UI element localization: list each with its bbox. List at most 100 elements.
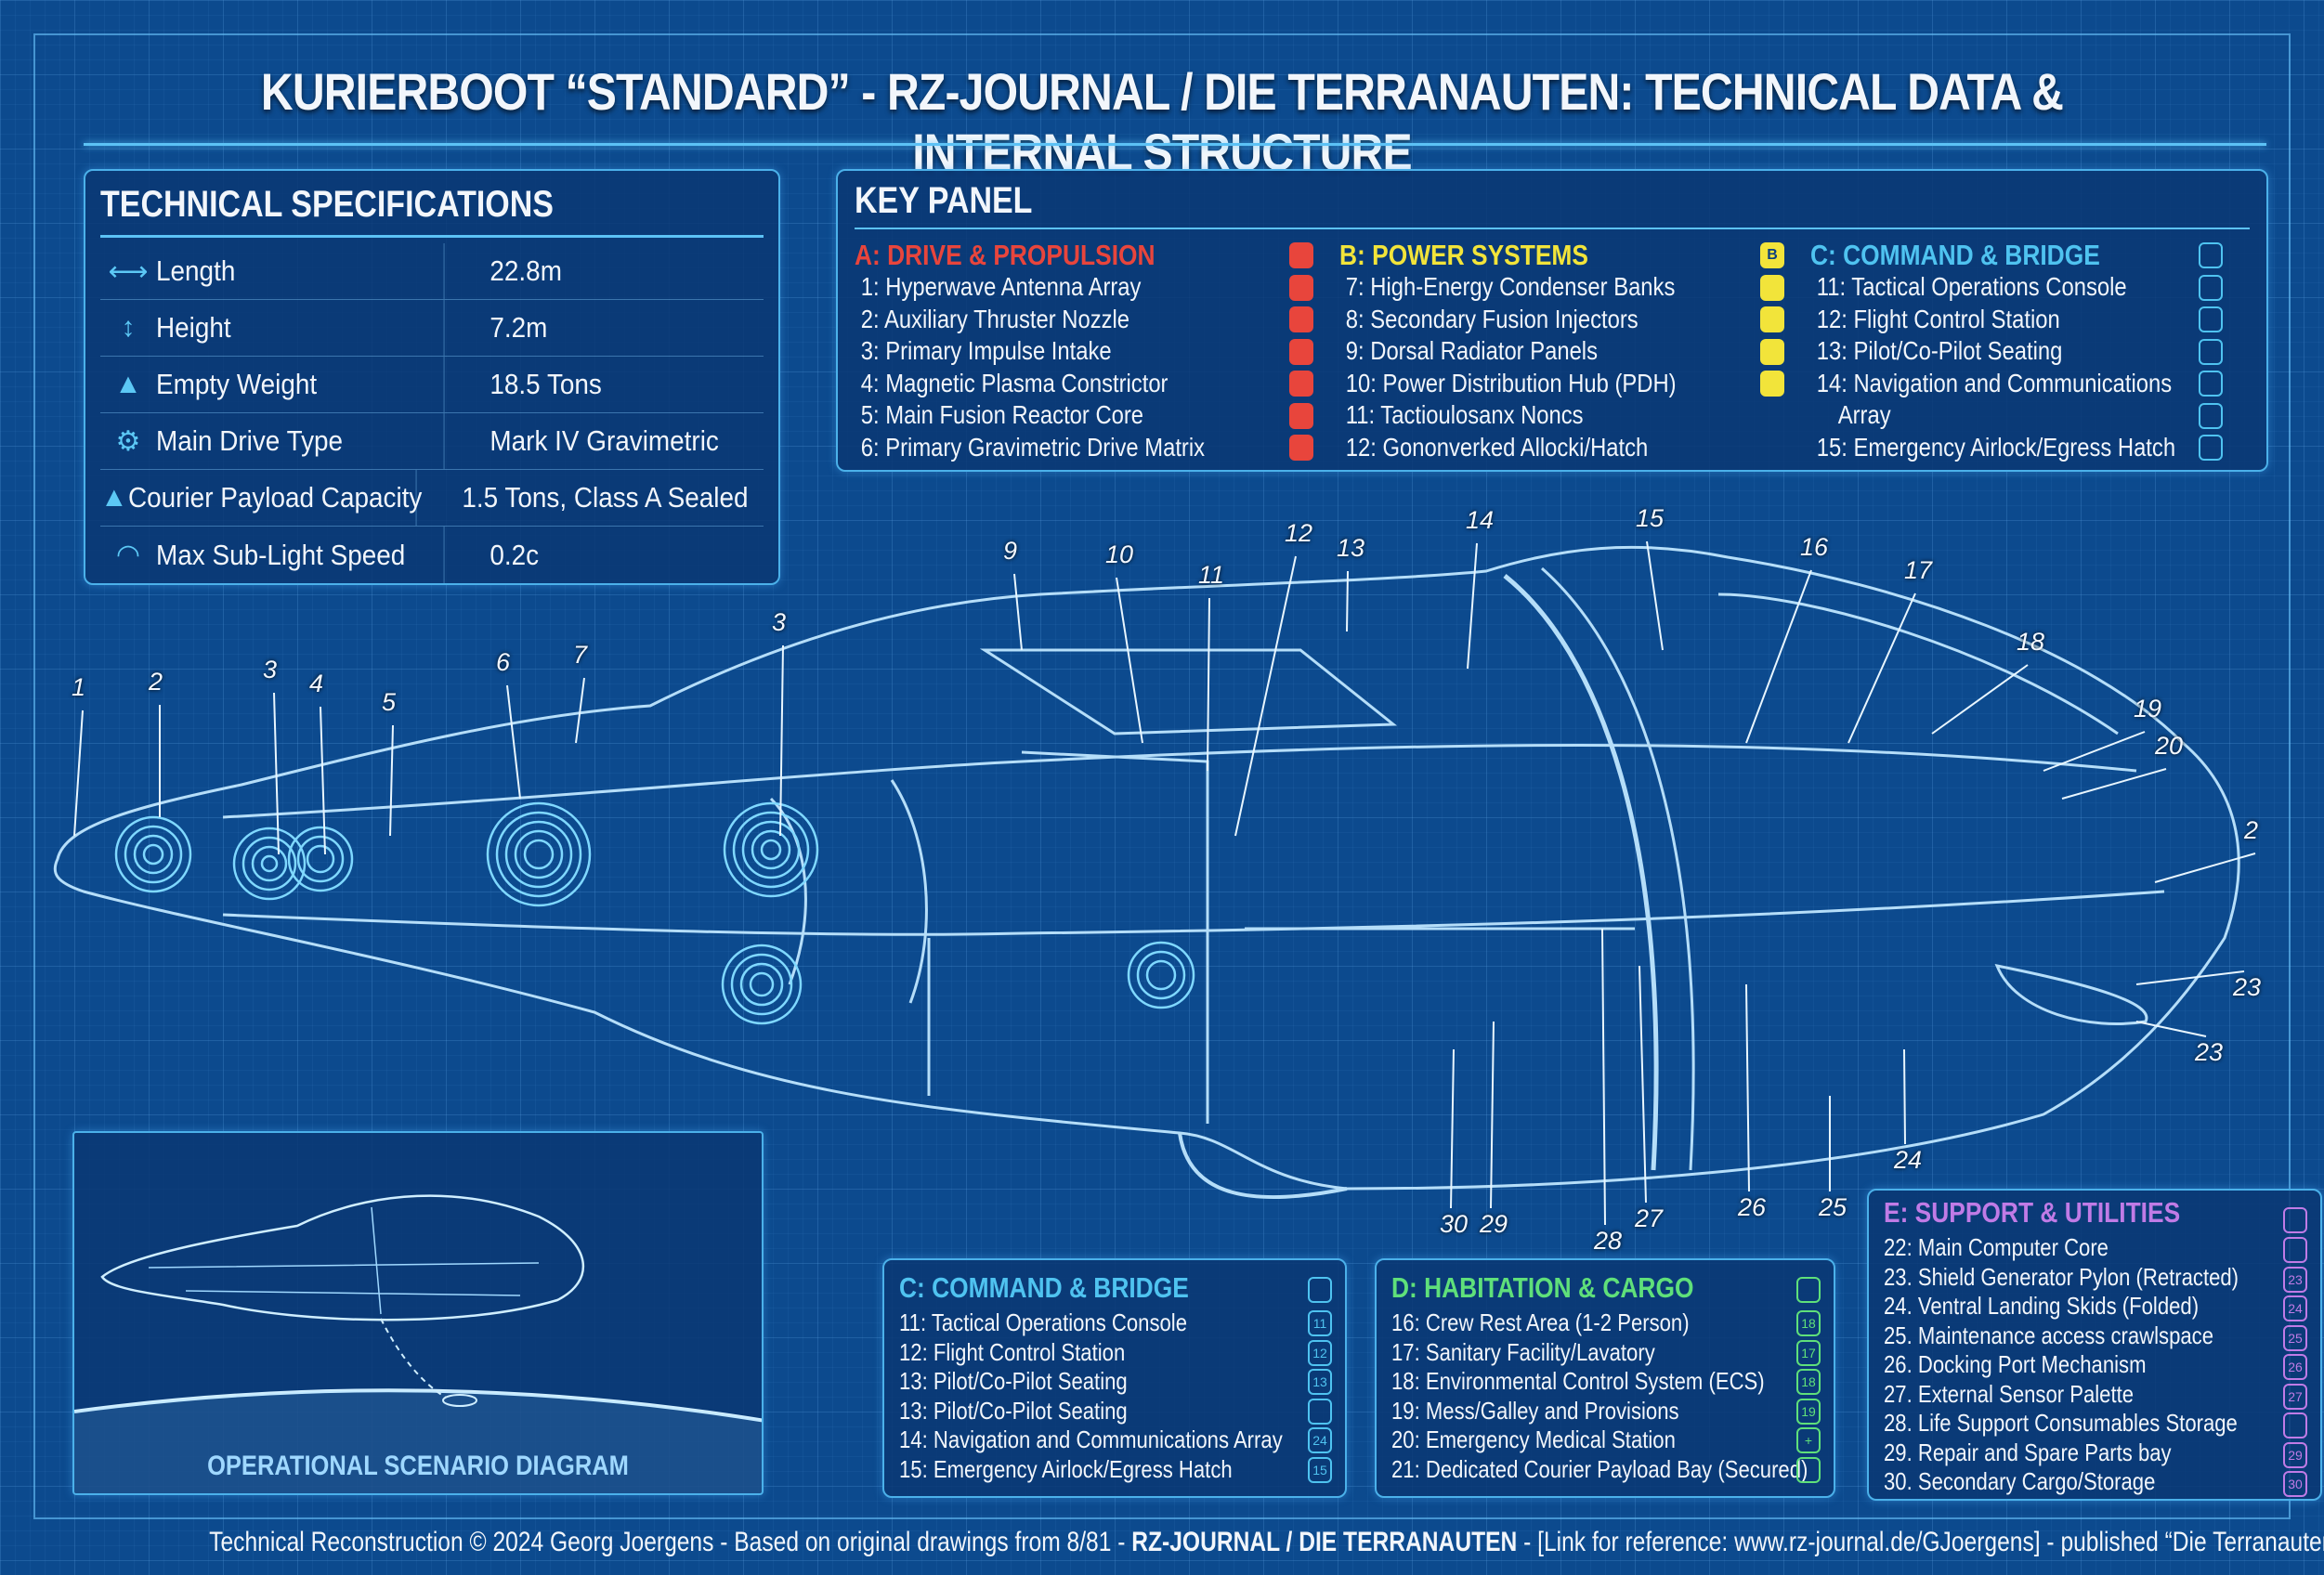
callout-leader-line (73, 709, 84, 837)
spec-value: 18.5 Tons (490, 368, 602, 400)
command-icon (2199, 338, 2224, 365)
support-item-badge-icon (2283, 1412, 2307, 1438)
callout-label: 26 (1738, 1193, 1767, 1221)
engine-ring (739, 962, 784, 1007)
drive-icon (1289, 435, 1313, 461)
weight-icon: ▲ (100, 482, 128, 513)
key-item: 15: Emergency Airlock/Egress Hatch (1817, 432, 2176, 462)
callout-leader-line (2135, 1021, 2207, 1037)
key-item: 5: Main Fusion Reactor Core (860, 400, 1144, 429)
ship-hull-outline (53, 545, 2240, 1191)
habitation-item-badge-icon: 18 (1796, 1310, 1821, 1336)
callout-label: 6 (496, 648, 511, 676)
group-heading: A: DRIVE & PROPULSION (855, 239, 1155, 271)
engine-ring (495, 811, 582, 898)
legend-item: 28. Life Support Consumables Storage (1884, 1409, 2238, 1437)
spec-value: 1.5 Tons, Class A Sealed (462, 481, 749, 514)
title-divider (84, 143, 2266, 146)
key-item: 9: Dorsal Radiator Panels (1345, 336, 1598, 365)
key-item: 2: Auxiliary Thruster Nozzle (860, 304, 1130, 333)
engine-ring (296, 835, 345, 883)
divider (855, 228, 2250, 229)
legend-item: 12: Flight Control Station (899, 1337, 1126, 1366)
engine-ring (142, 843, 164, 866)
callout-label: 1 (72, 673, 86, 701)
legend-item: 11: Tactical Operations Console (899, 1308, 1187, 1336)
callout-label: 3 (263, 656, 278, 683)
support-item-badge-icon (2283, 1237, 2307, 1263)
spec-label: Empty Weight (156, 357, 445, 412)
callout-label: 28 (1594, 1227, 1623, 1255)
group-heading: C: COMMAND & BRIDGE (899, 1271, 1189, 1304)
command-item-badge-icon: 15 (1308, 1456, 1332, 1483)
command-icon (2199, 242, 2224, 268)
support-item-badge-icon: 25 (2283, 1324, 2307, 1351)
footer-publication: RZ-JOURNAL / DIE TERRANAUTEN (1131, 1527, 1518, 1557)
engine-ring (242, 836, 297, 892)
callout-leader-line (1646, 540, 1664, 651)
footer-text: Technical Reconstruction © 2024 Georg Jo… (209, 1527, 1132, 1557)
key-panel-title: KEY PANEL (855, 180, 1033, 221)
callout-leader-line (1234, 555, 1297, 837)
command-icon (2199, 435, 2224, 461)
callout-leader-line (320, 706, 326, 855)
group-heading: E: SUPPORT & UTILITIES (1884, 1196, 2181, 1229)
callout-label: 14 (1466, 506, 1495, 534)
group-heading: C: COMMAND & BRIDGE (1810, 239, 2101, 271)
callout-leader-line (389, 724, 394, 837)
callout-label: 23 (2195, 1038, 2224, 1066)
support-item-badge-icon: 27 (2283, 1383, 2307, 1410)
habitation-item-badge-icon: 19 (1796, 1398, 1821, 1425)
operational-scenario-illustration (74, 1194, 762, 1493)
callout-label: 20 (2155, 732, 2184, 760)
callout-label: 24 (1894, 1146, 1923, 1174)
spec-value: 0.2c (490, 538, 540, 571)
specs-title: TECHNICAL SPECIFICATIONS (100, 184, 554, 225)
footer-credits: Technical Reconstruction © 2024 Georg Jo… (209, 1527, 2324, 1558)
key-item: 11: Tactical Operations Console (1817, 272, 2127, 301)
drive-icon (1289, 242, 1313, 268)
spec-value: 22.8m (490, 254, 562, 287)
legend-item: 26. Docking Port Mechanism (1884, 1350, 2147, 1378)
callout-label: 15 (1636, 504, 1665, 532)
engine-ring (721, 944, 803, 1025)
engine-ring (133, 834, 174, 875)
key-item: 1: Hyperwave Antenna Array (860, 272, 1142, 301)
spec-label: Main Drive Type (156, 413, 445, 469)
habitation-item-badge-icon: 17 (1796, 1339, 1821, 1366)
length-arrows-icon: ⟷ (108, 255, 149, 287)
command-item-badge-icon (1308, 1398, 1332, 1425)
power-icon (1760, 306, 1784, 332)
legend-item: 23. Shield Generator Pylon (Retracted) (1884, 1262, 2239, 1291)
command-icon (2199, 402, 2224, 429)
spec-label: Courier Payload Capacity (128, 470, 422, 526)
callout-leader-line (1903, 1048, 1906, 1145)
callout-leader-line (575, 677, 585, 744)
callout-leader-line (2061, 768, 2167, 800)
engine-ring (306, 844, 335, 874)
support-item-badge-icon: 24 (2283, 1295, 2307, 1321)
operational-scenario-panel: OPERATIONAL SCENARIO DIAGRAM (72, 1131, 764, 1495)
key-item: 12: Gononverked Allocki/Hatch (1345, 432, 1649, 462)
key-item: 7: High-Energy Condenser Banks (1345, 272, 1676, 301)
callout-label: 11 (1198, 561, 1225, 589)
callout-leader-line (1847, 592, 1916, 744)
engine-ring (287, 826, 354, 892)
callout-leader-line (273, 692, 280, 855)
legend-item: 13: Pilot/Co-Pilot Seating (899, 1396, 1128, 1425)
legend-item: 25. Maintenance access crawlspace (1884, 1321, 2214, 1349)
key-item: 3: Primary Impulse Intake (860, 336, 1112, 365)
key-item: Array (1837, 400, 1891, 429)
engine-ring (751, 829, 791, 870)
key-item: 4: Magnetic Plasma Constrictor (860, 368, 1169, 397)
command-group-icon (1308, 1277, 1332, 1303)
engine-ring (260, 854, 279, 873)
callout-label: 9 (1003, 537, 1018, 565)
callout-leader-line (506, 684, 521, 800)
spec-value: Mark IV Gravimetric (490, 424, 719, 457)
